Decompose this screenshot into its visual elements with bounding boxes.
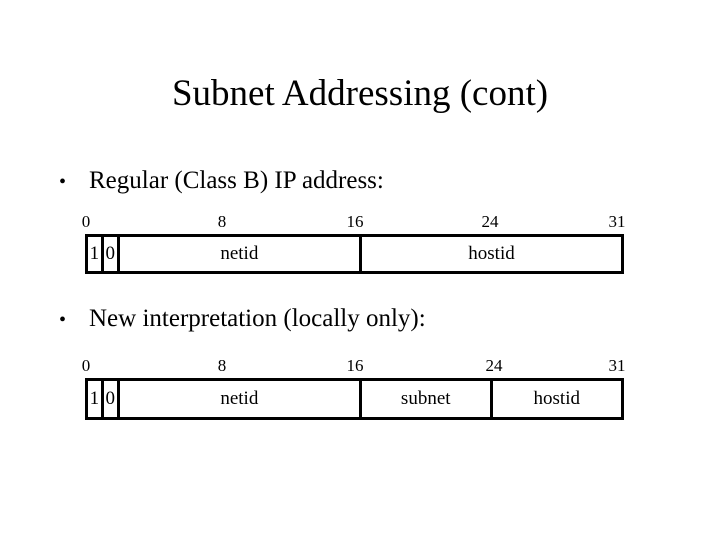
bit-label-8: 8 <box>217 356 227 375</box>
bitfield-cell-class-bit-0: 0 <box>104 237 120 271</box>
bit-label-0: 0 <box>81 212 91 231</box>
bitfield-diagram-new-interpretation: 0 8 16 24 31 1 0 netid subnet hostid <box>81 356 626 420</box>
bitfield-cell-netid: netid <box>120 381 362 417</box>
bullet-label-new-interpretation: New interpretation (locally only): <box>89 305 426 332</box>
bitfield-cell-class-bit-1: 1 <box>88 237 104 271</box>
bullet-item-regular-ip: • Regular (Class B) IP address: <box>55 166 384 197</box>
bitfield-cell-netid: netid <box>120 237 362 271</box>
bit-label-16: 16 <box>346 212 364 231</box>
bitfield-row-new-interpretation: 1 0 netid subnet hostid <box>85 378 624 420</box>
bullet-label-regular-ip: Regular (Class B) IP address: <box>89 167 384 194</box>
bitfield-cell-class-bit-0: 0 <box>104 381 120 417</box>
bit-label-31: 31 <box>608 356 626 375</box>
bit-label-24: 24 <box>485 356 503 375</box>
bullet-point-icon: • <box>59 171 67 193</box>
bit-label-16: 16 <box>346 356 364 375</box>
bitfield-row-regular-ip: 1 0 netid hostid <box>85 234 624 274</box>
bitfield-cell-class-bit-1: 1 <box>88 381 104 417</box>
bit-label-8: 8 <box>217 212 227 231</box>
bitfield-cell-hostid: hostid <box>468 243 515 264</box>
bit-label-24: 24 <box>481 212 499 231</box>
bit-scale-regular-ip: 0 8 16 24 31 <box>81 212 626 234</box>
bitfield-cell-hostid: hostid <box>533 388 580 409</box>
bullet-item-new-interpretation: • New interpretation (locally only): <box>55 304 426 335</box>
bit-scale-new-interpretation: 0 8 16 24 31 <box>81 356 626 378</box>
bit-label-0: 0 <box>81 356 91 375</box>
page-title: Subnet Addressing (cont) <box>171 73 549 114</box>
bullet-point-icon: • <box>59 309 67 331</box>
bitfield-diagram-regular-ip: 0 8 16 24 31 1 0 netid hostid <box>81 212 626 274</box>
bit-label-31: 31 <box>608 212 626 231</box>
bitfield-cell-subnet: subnet <box>362 381 493 417</box>
